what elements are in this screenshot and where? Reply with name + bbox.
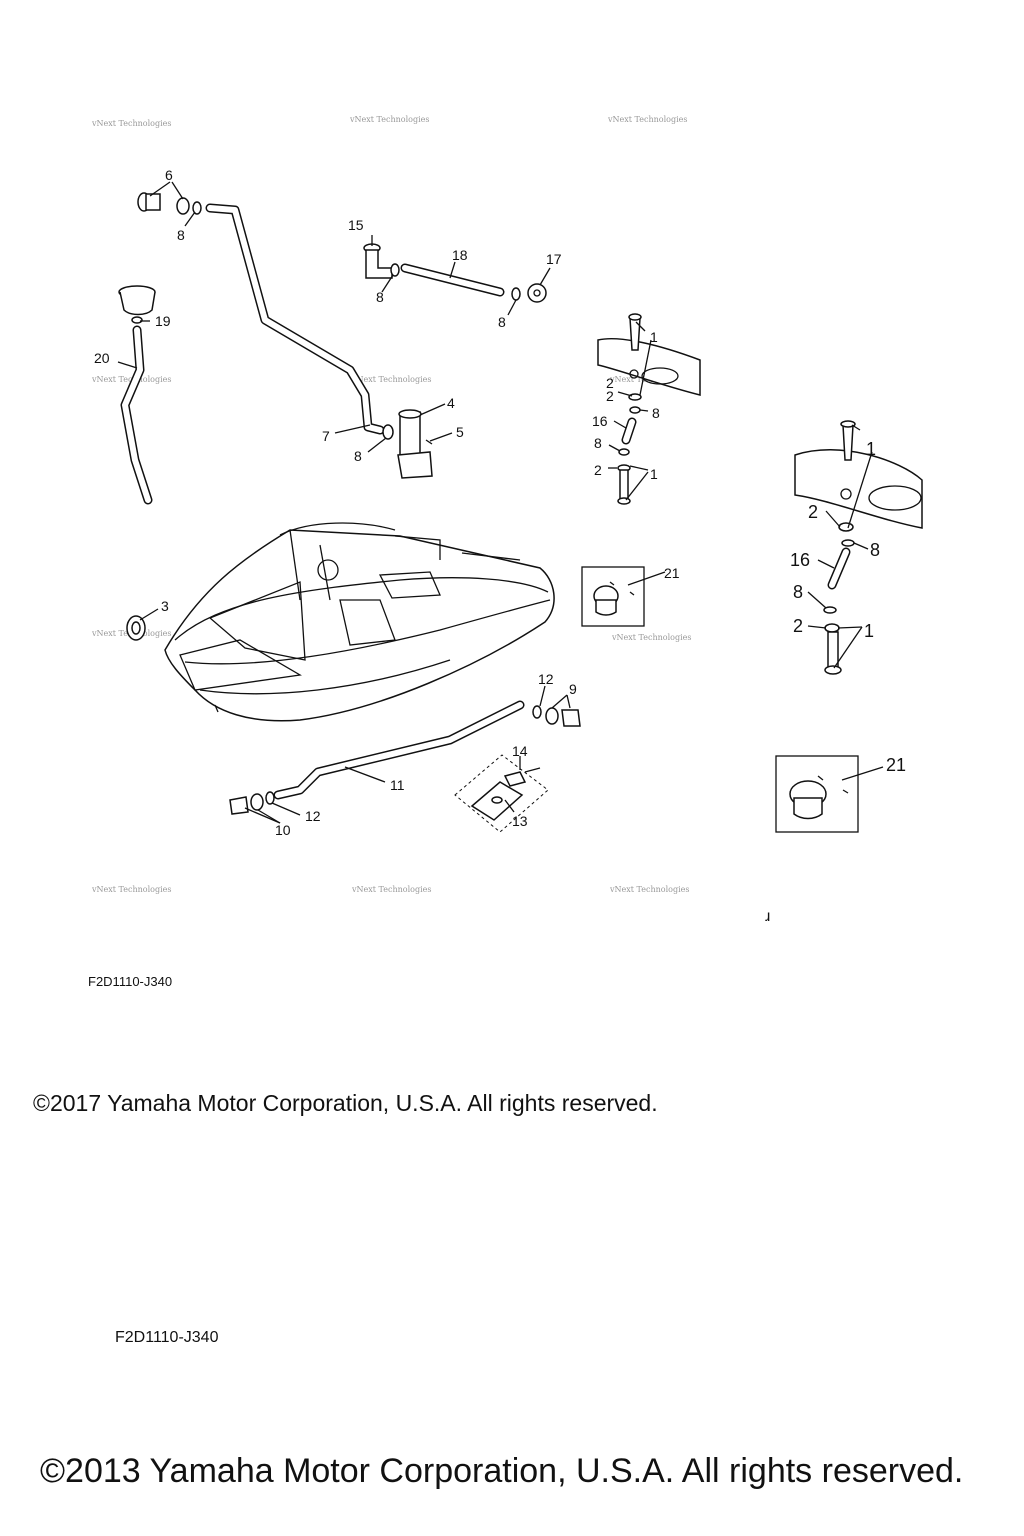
part-6-fitting [137,192,202,215]
part-13-kit [454,754,549,833]
label-8: 8 [870,540,880,560]
part-19-cup-holder [118,285,156,324]
label-2: 2 [793,616,803,636]
watermark: vNext Technologies [611,633,691,642]
label-14: 14 [512,743,528,759]
watermark: vNext Technologies [349,115,429,124]
label-10: 10 [275,822,291,838]
copyright-notice: ©2013 Yamaha Motor Corporation, U.S.A. A… [40,1452,964,1490]
label-8: 8 [793,582,803,602]
part-15-fitting [363,243,400,279]
label-3: 3 [161,598,169,614]
label-8: 8 [594,435,602,451]
label-16: 16 [790,550,810,570]
label-4: 4 [447,395,455,411]
label-18: 18 [452,247,468,263]
watermark: vNext Technologies [91,885,171,894]
label-6: 6 [165,167,173,183]
label-8: 8 [354,448,362,464]
label-1: 1 [866,439,876,459]
label-8: 8 [376,289,384,305]
part-4-bilge-pump [382,409,433,479]
label-13: 13 [512,813,528,829]
part-9-fitting [532,705,581,727]
stray-glyph: ɹ [765,908,771,925]
leader-lines [117,181,884,824]
hose-20 [120,325,153,505]
hose-11 [273,700,525,800]
label-8: 8 [498,314,506,330]
label-8: 8 [652,405,660,421]
label-9: 9 [569,681,577,697]
label-2: 2 [606,375,614,391]
label-20: 20 [94,350,110,366]
label-5: 5 [456,424,464,440]
label-16: 16 [592,413,608,429]
drain-assembly-right [794,420,923,675]
label-19: 19 [155,313,171,329]
label-2: 2 [594,462,602,478]
label-2: 2 [808,502,818,522]
label-12: 12 [538,671,554,687]
label-1: 1 [650,329,658,345]
label-17: 17 [546,251,562,267]
part-17-fitting [511,283,547,303]
label-11: 11 [390,777,405,793]
diagram-code: F2D1110-J340 [115,1329,219,1346]
copyright-notice: ©2017 Yamaha Motor Corporation, U.S.A. A… [33,1090,658,1116]
watermark: vNext Technologies [351,375,431,384]
label-1: 1 [864,621,874,641]
part-10-fitting [229,791,275,815]
part-labels: 6 8 15 18 17 8 8 19 20 4 5 7 8 3 21 1 2 … [94,167,906,838]
label-21: 21 [664,565,680,581]
label-15: 15 [348,217,364,233]
watermark: vNext Technologies [609,885,689,894]
label-2: 2 [606,388,614,404]
label-21: 21 [886,755,906,775]
watermark: vNext Technologies [607,115,687,124]
label-8: 8 [177,227,185,243]
part-21-box-small [581,566,645,627]
label-12: 12 [305,808,321,824]
watermark: vNext Technologies [351,885,431,894]
diagram-code: F2D1110-J340 [88,974,173,989]
hose-18 [400,263,505,297]
hose-7 [205,203,385,435]
boat-hull [164,522,555,722]
label-1: 1 [650,466,658,482]
part-3-fitting [126,615,146,641]
label-7: 7 [322,428,330,444]
drain-assembly-mid [597,313,701,505]
part-21-box-large [775,755,859,833]
watermark: vNext Technologies [91,119,171,128]
